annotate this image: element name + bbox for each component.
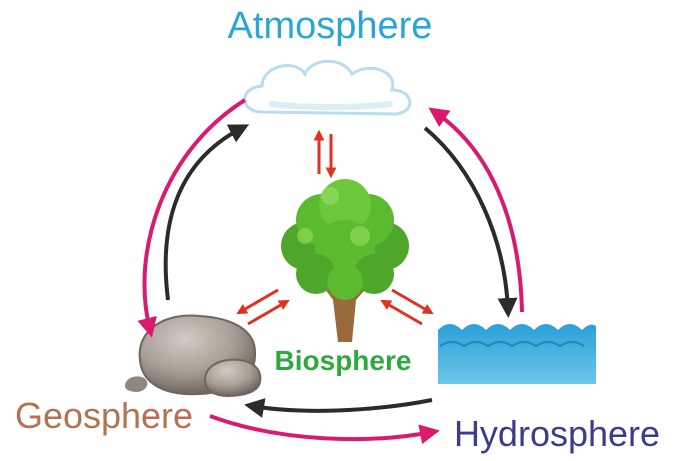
exchange-arrows-geosphere — [236, 288, 290, 326]
biosphere-label: Biosphere — [275, 345, 412, 376]
dark-arrow-geosphere-to-atmosphere — [163, 124, 250, 301]
dark-arrow-atmosphere-to-hydrosphere — [423, 126, 518, 318]
cloud-icon — [243, 59, 412, 116]
geosphere-label: Geosphere — [15, 395, 193, 436]
hydrosphere-label: Hydrosphere — [454, 413, 660, 454]
exchange-arrows-atmosphere — [313, 129, 337, 179]
magenta-arrow-atmosphere-to-geosphere — [137, 98, 247, 338]
atmosphere-label: Atmosphere — [228, 5, 433, 47]
magenta-arrow-geosphere-to-hydrosphere — [209, 414, 440, 445]
tree-icon — [281, 179, 409, 342]
dark-arrow-hydrosphere-to-geosphere — [244, 398, 433, 418]
magenta-arrow-hydrosphere-to-atmosphere — [428, 107, 524, 313]
rock-icon — [125, 314, 262, 398]
water-icon — [438, 324, 596, 384]
exchange-arrows-hydrosphere — [380, 288, 434, 326]
